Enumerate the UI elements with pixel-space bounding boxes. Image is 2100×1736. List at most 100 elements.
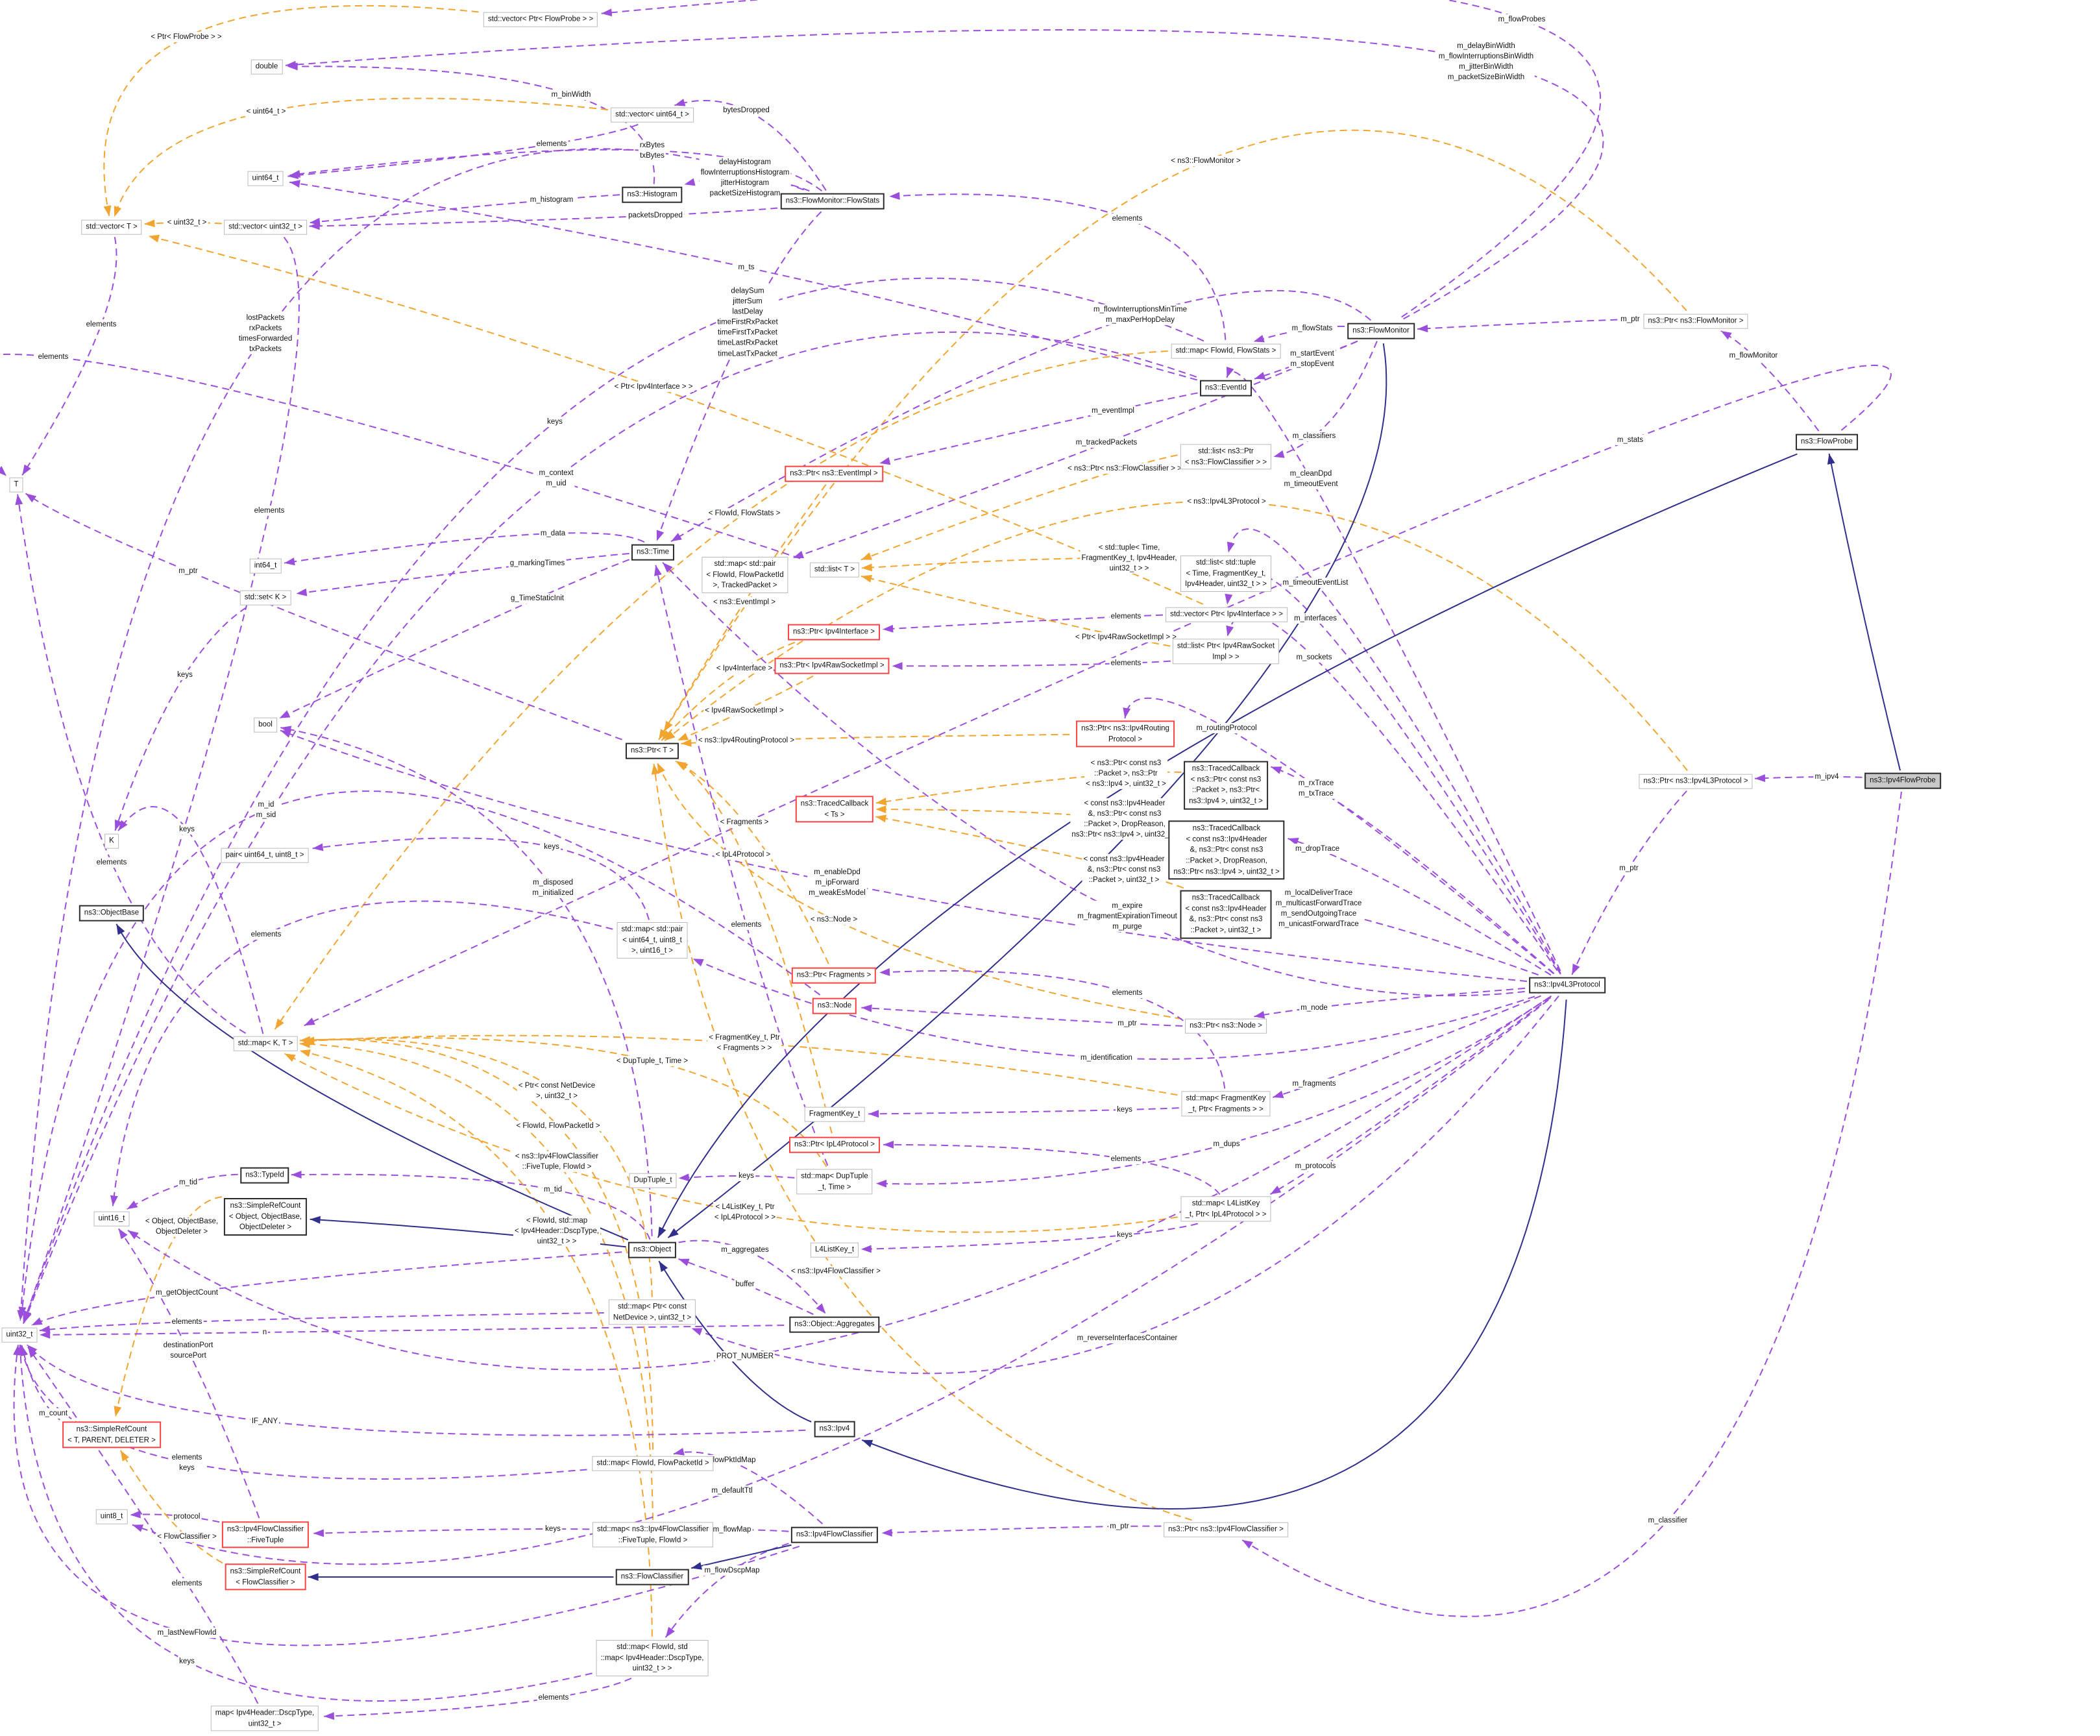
edge-label-m_protocols: m_protocols bbox=[1293, 1160, 1337, 1172]
class-node-fivetuple[interactable]: ns3::Ipv4FlowClassifier ::FiveTuple bbox=[221, 1521, 310, 1548]
class-node-pair_uint64_uint8[interactable]: pair< uint64_t, uint8_t > bbox=[221, 848, 309, 863]
edge-object-objectbase bbox=[116, 923, 629, 1241]
class-node-map_l4listkey[interactable]: std::map< L4ListKey _t, Ptr< IpL4Protoco… bbox=[1180, 1196, 1271, 1222]
class-node-objectbase[interactable]: ns3::ObjectBase bbox=[79, 905, 145, 922]
class-node-ptr_node[interactable]: ns3::Ptr< ns3::Node > bbox=[1185, 1018, 1267, 1034]
arrowhead bbox=[678, 1173, 690, 1182]
class-node-aggregates[interactable]: ns3::Object::Aggregates bbox=[789, 1316, 880, 1333]
edge-flowmonitor-object bbox=[667, 343, 1387, 1238]
class-node-map_fragmentkey[interactable]: std::map< FragmentKey _t, Ptr< Fragments… bbox=[1181, 1091, 1271, 1117]
edge-label-m_aggregates: m_aggregates bbox=[720, 1244, 770, 1256]
class-node-map_netdevice[interactable]: std::map< Ptr< const NetDevice >, uint32… bbox=[608, 1299, 696, 1325]
class-node-bool[interactable]: bool bbox=[254, 717, 277, 733]
arrowhead bbox=[284, 557, 295, 566]
edge-label-keys: keys bbox=[178, 824, 196, 835]
class-node-tracedcallback_ts[interactable]: ns3::TracedCallback < Ts > bbox=[795, 796, 874, 823]
class-node-int64[interactable]: int64_t bbox=[249, 558, 282, 574]
edge-label-keys: keys bbox=[544, 1523, 562, 1535]
class-node-uint8[interactable]: uint8_t bbox=[95, 1509, 128, 1524]
class-node-uint32[interactable]: uint32_t bbox=[1, 1327, 38, 1343]
class-node-ptr_ipv4flowclassifier[interactable]: ns3::Ptr< ns3::Ipv4FlowClassifier > bbox=[1164, 1522, 1288, 1537]
arrowhead bbox=[15, 494, 23, 506]
class-node-map_flowid_flowstats[interactable]: std::map< FlowId, FlowStats > bbox=[1171, 343, 1281, 359]
class-node-ptr_T[interactable]: ns3::Ptr< T > bbox=[625, 742, 679, 759]
arrowhead bbox=[1572, 963, 1580, 975]
class-node-flowstats[interactable]: ns3::FlowMonitor::FlowStats bbox=[780, 193, 885, 210]
class-node-double[interactable]: double bbox=[250, 59, 283, 75]
class-node-src_flowclassifier[interactable]: ns3::SimpleRefCount < FlowClassifier > bbox=[225, 1563, 306, 1591]
edge-label-m_ipv4: m_ipv4 bbox=[1813, 771, 1840, 783]
class-node-uint16[interactable]: uint16_t bbox=[93, 1211, 130, 1227]
arrowhead bbox=[323, 1712, 335, 1720]
edge-label-elements: elements bbox=[537, 1692, 570, 1704]
edge-label-n: n bbox=[261, 1326, 269, 1338]
edge-label-m_identification: m_identification bbox=[1079, 1052, 1134, 1064]
class-node-ptr_routing[interactable]: ns3::Ptr< ns3::Ipv4Routing Protocol > bbox=[1076, 720, 1175, 748]
class-node-map_pair_uint16[interactable]: std::map< std::pair < uint64_t, uint8_t … bbox=[617, 922, 688, 959]
class-node-ptr_fragments[interactable]: ns3::Ptr< Fragments > bbox=[791, 967, 877, 984]
class-node-list_tuple[interactable]: std::list< std::tuple < Time, FragmentKe… bbox=[1180, 555, 1271, 593]
class-node-flowclassifier[interactable]: ns3::FlowClassifier bbox=[615, 1569, 689, 1585]
edge-eventid-uint32 bbox=[23, 331, 1197, 1323]
class-node-T[interactable]: T bbox=[9, 477, 23, 493]
edge-label-m_classifiers: m_classifiers bbox=[1291, 430, 1337, 442]
arrowhead bbox=[284, 1053, 296, 1062]
class-node-tc_local[interactable]: ns3::TracedCallback < const ns3::Ipv4Hea… bbox=[1180, 890, 1272, 939]
class-node-map_fivetuple_flowid[interactable]: std::map< ns3::Ipv4FlowClassifier ::Five… bbox=[592, 1522, 714, 1548]
class-node-object[interactable]: ns3::Object bbox=[628, 1241, 677, 1258]
class-node-l4listkey[interactable]: L4ListKey_t bbox=[810, 1242, 859, 1258]
class-node-node_red[interactable]: ns3::Node bbox=[812, 997, 857, 1014]
class-node-list_ptr_flowclassifier[interactable]: std::list< ns3::Ptr < ns3::FlowClassifie… bbox=[1180, 444, 1272, 470]
arrowhead bbox=[892, 662, 903, 670]
class-node-duptuple[interactable]: DupTuple_t bbox=[629, 1173, 677, 1188]
class-node-ipv4[interactable]: ns3::Ipv4 bbox=[814, 1421, 855, 1437]
class-node-ipv4l3[interactable]: ns3::Ipv4L3Protocol bbox=[1529, 977, 1606, 994]
class-node-src_tpd[interactable]: ns3::SimpleRefCount < T, PARENT, DELETER… bbox=[62, 1421, 161, 1449]
class-node-list_ptr_ipv4rawsocket[interactable]: std::list< Ptr< Ipv4RawSocket Impl > > bbox=[1172, 639, 1280, 665]
edge-label-m_tid: m_tid bbox=[177, 1177, 199, 1188]
class-node-list_T[interactable]: std::list< T > bbox=[809, 562, 860, 578]
class-node-typeid[interactable]: ns3::TypeId bbox=[240, 1167, 289, 1184]
class-node-histogram[interactable]: ns3::Histogram bbox=[622, 186, 683, 203]
class-node-flowmonitor[interactable]: ns3::FlowMonitor bbox=[1347, 323, 1415, 339]
class-node-ipv4flowclassifier[interactable]: ns3::Ipv4FlowClassifier bbox=[790, 1526, 879, 1543]
class-node-map_flowid_dscp[interactable]: std::map< FlowId, std ::map< Ipv4Header:… bbox=[596, 1639, 709, 1677]
edge-aggregates-uint32 bbox=[40, 1325, 785, 1336]
class-node-set_K[interactable]: std::set< K > bbox=[239, 590, 291, 605]
class-node-tc_rxtx[interactable]: ns3::TracedCallback < ns3::Ptr< const ns… bbox=[1184, 761, 1268, 810]
class-node-time[interactable]: ns3::Time bbox=[631, 544, 675, 561]
edge-label-< ns3::Ipv4FlowClassifier >: < ns3::Ipv4FlowClassifier > bbox=[789, 1265, 883, 1277]
class-node-map_trackedpacket[interactable]: std::map< std::pair < FlowId, FlowPacket… bbox=[702, 556, 788, 594]
edge-label-elements: elements bbox=[249, 929, 283, 940]
edge-label-lostPackets: lostPackets rxPackets timesForwarded txP… bbox=[237, 312, 294, 355]
class-node-vec_uint64[interactable]: std::vector< uint64_t > bbox=[611, 107, 694, 123]
class-node-ptr_ipv4l3[interactable]: ns3::Ptr< ns3::Ipv4L3Protocol > bbox=[1639, 774, 1753, 789]
edge-map_l4listkey-ptr_ipl4 bbox=[883, 1143, 1221, 1195]
class-node-map_flowpktid[interactable]: std::map< FlowId, FlowPacketId > bbox=[592, 1456, 714, 1471]
class-node-eventid[interactable]: ns3::EventId bbox=[1200, 380, 1252, 397]
class-node-ipv4flowprobe[interactable]: ns3::Ipv4FlowProbe bbox=[1864, 772, 1941, 789]
class-node-tc_drop[interactable]: ns3::TracedCallback < const ns3::Ipv4Hea… bbox=[1168, 820, 1285, 880]
class-node-flowprobe[interactable]: ns3::FlowProbe bbox=[1796, 434, 1858, 450]
class-node-ptr_flowmonitor[interactable]: ns3::Ptr< ns3::FlowMonitor > bbox=[1643, 313, 1748, 329]
edge-label-delaySum: delaySum jitterSum lastDelay timeFirstRx… bbox=[716, 286, 779, 360]
class-node-simplerefcount_obj[interactable]: ns3::SimpleRefCount < Object, ObjectBase… bbox=[223, 1197, 308, 1236]
edge-object-uint32 bbox=[31, 1251, 622, 1326]
class-node-vec_ptr_ipv4interface[interactable]: std::vector< Ptr< Ipv4Interface > > bbox=[1166, 607, 1288, 622]
class-node-map_duptuple[interactable]: std::map< DupTuple _t, Time > bbox=[796, 1169, 873, 1195]
class-node-ptr_eventimpl[interactable]: ns3::Ptr< ns3::EventImpl > bbox=[785, 465, 883, 482]
arrowhead bbox=[299, 1049, 311, 1057]
class-node-uint64[interactable]: uint64_t bbox=[247, 171, 284, 186]
class-node-ptr_ipv4rawsocketimpl[interactable]: ns3::Ptr< Ipv4RawSocketImpl > bbox=[774, 657, 890, 674]
class-node-vec_uint32[interactable]: std::vector< uint32_t > bbox=[224, 219, 307, 235]
class-node-vec_T[interactable]: std::vector< T > bbox=[81, 219, 142, 235]
class-node-fragmentkey[interactable]: FragmentKey_t bbox=[804, 1106, 865, 1122]
class-node-K[interactable]: K bbox=[104, 833, 119, 849]
class-node-vec_flowprobe[interactable]: std::vector< Ptr< FlowProbe > > bbox=[483, 12, 598, 27]
edge-ptr_eventimpl-ptr_T bbox=[658, 484, 827, 740]
class-node-ptr_ipl4[interactable]: ns3::Ptr< IpL4Protocol > bbox=[788, 1136, 881, 1153]
edge-label-< FlowId, std::map: < FlowId, std::map < Ipv4Header::DscpTyp… bbox=[513, 1215, 601, 1247]
class-node-ptr_ipv4interface[interactable]: ns3::Ptr< Ipv4Interface > bbox=[788, 624, 880, 641]
class-node-map_dscp[interactable]: map< Ipv4Header::DscpType, uint32_t > bbox=[210, 1705, 319, 1731]
class-node-map_K_T[interactable]: std::map< K, T > bbox=[233, 1036, 298, 1051]
